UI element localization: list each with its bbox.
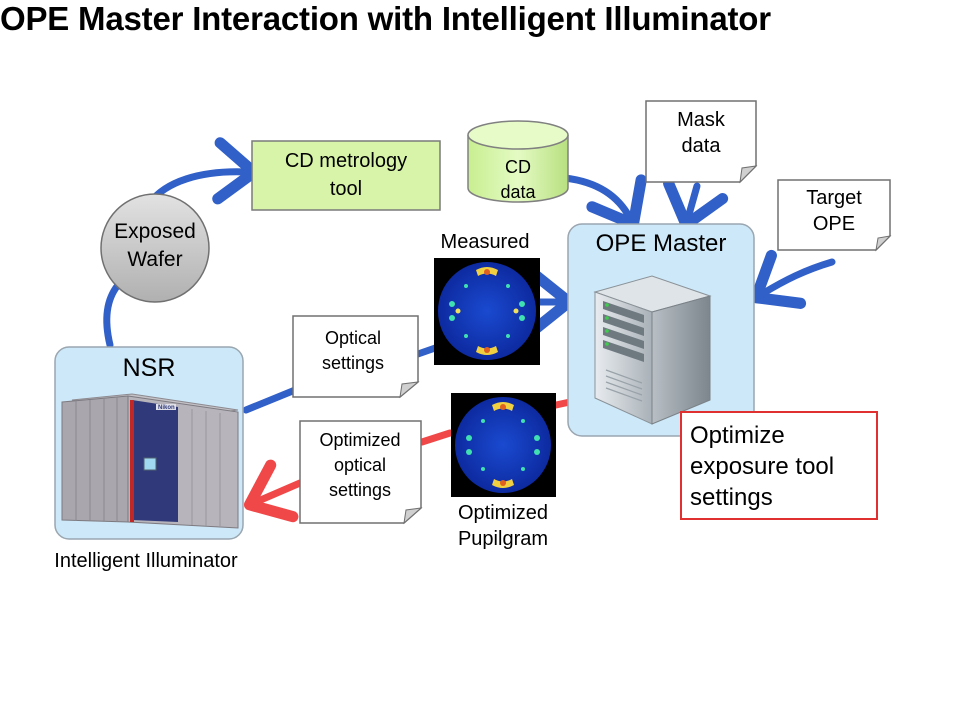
arrow-nsr-to-ope-master (242, 384, 304, 414)
arrow-pupilgram-to-optimized-settings (418, 429, 454, 446)
arrow-cd-data-to-ope-master (561, 174, 647, 230)
measured-pupilgram (434, 258, 540, 365)
server-icon (593, 275, 712, 425)
optimize-box-label: Optimize exposure tool settings (690, 422, 835, 511)
ope-master-label: OPE Master (595, 230, 727, 257)
cd-data-cylinder (467, 120, 569, 203)
arrow-mask-data-to-ope-master (663, 177, 729, 231)
exposed-wafer-circle (100, 193, 210, 303)
optimized-optical-settings-label: Optimized optical settings (319, 430, 401, 500)
nsr-label: NSR (122, 354, 176, 382)
intelligent-illuminator-caption: Intelligent Illuminator (54, 550, 238, 572)
arrow-optimized-settings-to-nsr (243, 459, 304, 523)
page-title: OPE Master Interaction with Intelligent … (0, 0, 771, 37)
optimize-box (680, 411, 878, 520)
cd-metrology-box (251, 140, 441, 211)
cd-data-label: CD data (500, 157, 536, 202)
nikon-logo: Nikon (158, 405, 175, 411)
arrow-target-ope-to-ope-master (750, 249, 836, 309)
target-ope-label: Target OPE (806, 187, 862, 235)
exposed-wafer-label: Exposed Wafer (114, 220, 196, 271)
optical-settings-label: Optical settings (321, 328, 385, 373)
mask-data-label: Mask data (677, 109, 725, 157)
nsr-machine-image: Nikon (61, 393, 239, 529)
cd-metrology-label: CD metrology tool (284, 150, 408, 200)
optimized-pupilgram (451, 393, 556, 497)
measured-label: Measured (440, 231, 530, 253)
arrow-nsr-to-wafer (103, 281, 122, 349)
optimized-pupilgram-label: Optimized Pupilgram (457, 502, 549, 550)
